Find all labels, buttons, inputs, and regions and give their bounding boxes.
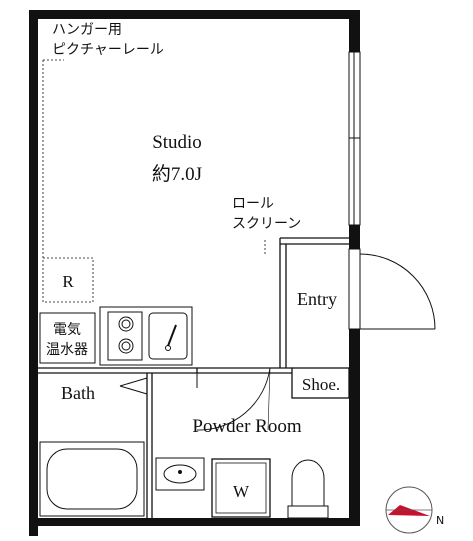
window — [348, 51, 361, 226]
bathtub — [39, 441, 145, 517]
washbasin — [155, 457, 205, 491]
hanger-rail-note-line2: ピクチャーレール — [52, 42, 164, 58]
studio-label: Studio — [152, 132, 202, 153]
interior-walls — [38, 237, 350, 518]
picture-rail — [42, 59, 64, 260]
entry-door — [348, 248, 436, 330]
entry-label: Entry — [297, 289, 337, 309]
hanger-rail-note-line1: ハンガー用 — [52, 22, 122, 38]
powder-room-label: Powder Room — [192, 416, 301, 437]
kitchen-counter — [99, 306, 193, 366]
bath-label: Bath — [61, 383, 95, 403]
compass-icon: N — [385, 486, 444, 534]
roll-screen-note-line1: ロール — [232, 196, 274, 212]
water-heater-note-line1: 電気 — [53, 322, 81, 338]
roll-screen-note-line2: スクリーン — [232, 216, 301, 232]
washing-machine-space — [211, 458, 271, 518]
compass-north-label: N — [436, 514, 444, 527]
outer-walls — [29, 10, 360, 536]
water-heater-note-line2: 温水器 — [46, 342, 88, 358]
water-heater — [39, 312, 96, 364]
washer-label: W — [233, 482, 250, 501]
refrigerator-space — [42, 257, 94, 303]
refrigerator-label: R — [62, 272, 74, 291]
powder-room-door — [196, 367, 271, 431]
bath-door — [119, 377, 148, 395]
shoe-cabinet-label: Shoe. — [302, 375, 340, 394]
studio-size-label: 約7.0J — [152, 163, 202, 185]
toilet — [287, 459, 329, 519]
